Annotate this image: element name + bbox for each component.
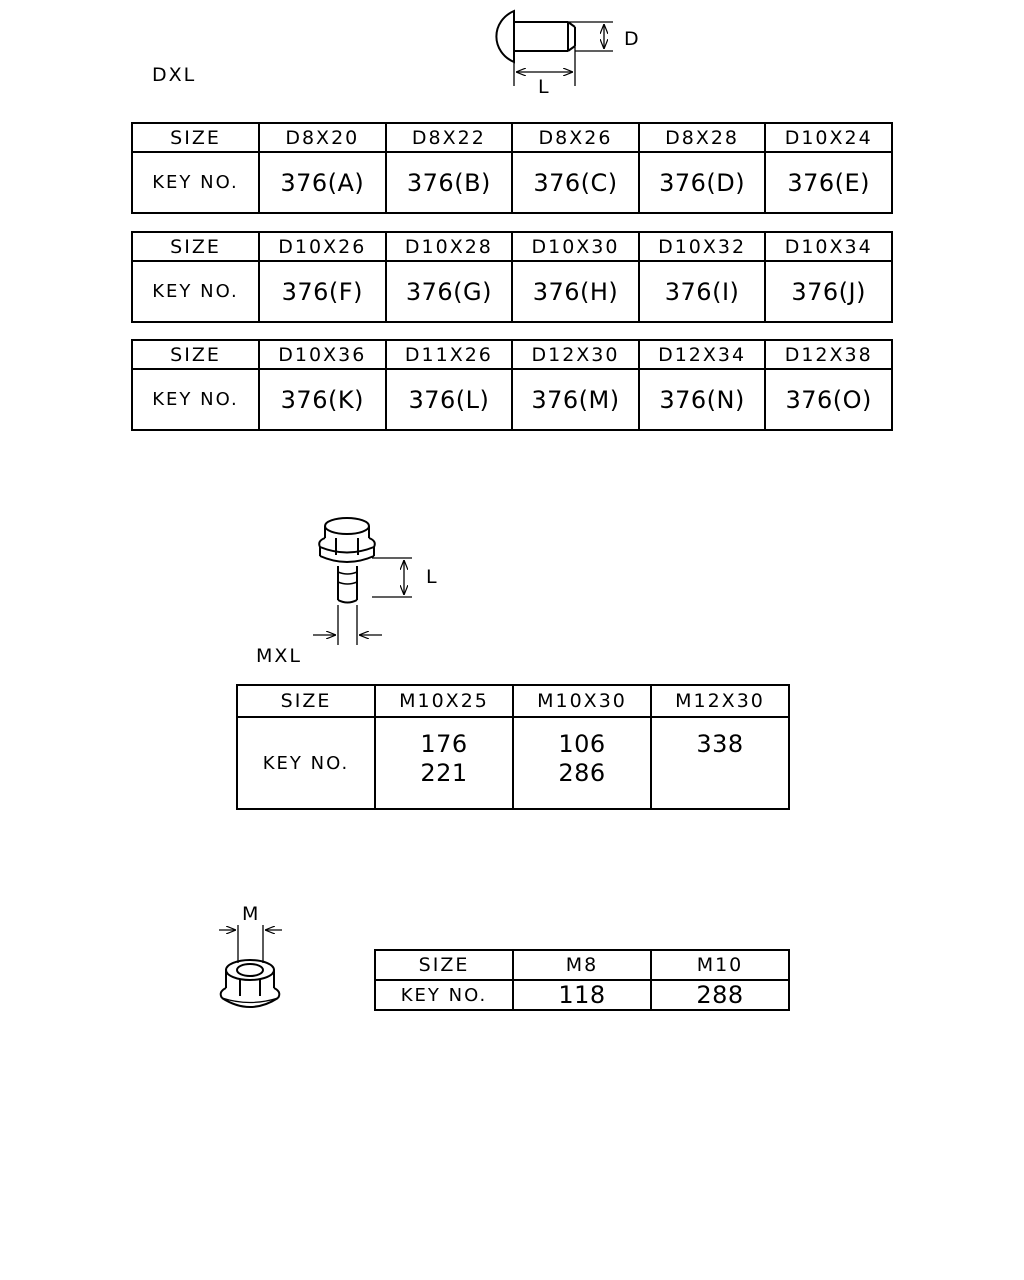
nut-thread-label: M <box>242 903 261 925</box>
size-cell: D8X28 <box>637 122 767 153</box>
key-cell: 376(B) <box>384 151 514 214</box>
key-number: 106 <box>558 730 606 758</box>
rivet-icon <box>495 9 613 86</box>
key-cell: 376(O) <box>764 368 893 431</box>
rivet-length-label: L <box>538 76 551 98</box>
rivet-table-2: SIZE D10X26 D10X28 D10X30 D10X32 D10X34 … <box>131 231 893 323</box>
key-row: KEY NO. 118 288 <box>374 979 790 1011</box>
size-row: SIZE D10X36 D11X26 D12X30 D12X34 D12X38 <box>131 339 893 370</box>
size-cell: M10 <box>650 949 790 981</box>
size-cell: D10X34 <box>764 231 893 262</box>
size-cell: D8X26 <box>511 122 640 153</box>
key-cell: 176 221 <box>374 716 514 810</box>
size-header: SIZE <box>236 684 376 718</box>
rivet-size-label: DXL <box>152 64 197 86</box>
key-header: KEY NO. <box>374 979 514 1011</box>
key-cell: 376(G) <box>384 260 514 323</box>
size-cell: M8 <box>512 949 652 981</box>
size-cell: D10X26 <box>258 231 387 262</box>
size-cell: D8X20 <box>258 122 387 153</box>
rivet-diameter-label: D <box>624 28 641 50</box>
size-cell: D12X38 <box>764 339 893 370</box>
size-cell: M12X30 <box>650 684 790 718</box>
key-cell: 376(L) <box>384 368 514 431</box>
size-header: SIZE <box>131 339 260 370</box>
size-cell: M10X30 <box>512 684 652 718</box>
key-number: 286 <box>558 759 606 787</box>
size-cell: M10X25 <box>374 684 514 718</box>
size-row: SIZE D10X26 D10X28 D10X30 D10X32 D10X34 <box>131 231 893 262</box>
size-row: SIZE M8 M10 <box>374 949 790 981</box>
key-cell: 376(N) <box>637 368 767 431</box>
key-number: 338 <box>696 730 744 758</box>
key-cell: 288 <box>650 979 790 1011</box>
key-cell: 376(M) <box>511 368 640 431</box>
bolt-length-label: L <box>426 566 439 588</box>
key-cell: 376(J) <box>764 260 893 323</box>
key-header: KEY NO. <box>131 368 260 431</box>
size-cell: D8X22 <box>384 122 514 153</box>
key-header: KEY NO. <box>131 151 260 214</box>
flange-bolt-icon <box>313 517 412 645</box>
rivet-table-3: SIZE D10X36 D11X26 D12X30 D12X34 D12X38 … <box>131 339 893 431</box>
nut-table: SIZE M8 M10 KEY NO. 118 288 <box>374 949 790 1011</box>
key-cell: 376(D) <box>637 151 767 214</box>
key-cell: 376(E) <box>764 151 893 214</box>
key-header: KEY NO. <box>131 260 260 323</box>
key-row: KEY NO. 376(K) 376(L) 376(M) 376(N) 376(… <box>131 368 893 431</box>
key-cell: 376(A) <box>258 151 387 214</box>
key-cell: 106 286 <box>512 716 652 810</box>
bolt-size-label: MXL <box>256 645 302 667</box>
size-cell: D10X30 <box>511 231 640 262</box>
key-cell: 338 <box>650 716 790 810</box>
size-cell: D10X32 <box>637 231 767 262</box>
size-cell: D10X28 <box>384 231 514 262</box>
key-cell: 376(C) <box>511 151 640 214</box>
key-cell: 376(F) <box>258 260 387 323</box>
key-header: KEY NO. <box>236 716 376 810</box>
size-row: SIZE M10X25 M10X30 M12X30 <box>236 684 790 718</box>
size-cell: D12X34 <box>637 339 767 370</box>
size-row: SIZE D8X20 D8X22 D8X26 D8X28 D10X24 <box>131 122 893 153</box>
size-header: SIZE <box>374 949 514 981</box>
size-cell: D10X24 <box>764 122 893 153</box>
bolt-table: SIZE M10X25 M10X30 M12X30 KEY NO. 176 22… <box>236 684 790 810</box>
key-number: 221 <box>420 759 468 787</box>
size-header: SIZE <box>131 122 260 153</box>
key-row: KEY NO. 376(A) 376(B) 376(C) 376(D) 376(… <box>131 151 893 214</box>
key-cell: 376(I) <box>637 260 767 323</box>
key-cell: 376(H) <box>511 260 640 323</box>
key-cell: 118 <box>512 979 652 1011</box>
key-number: 176 <box>420 730 468 758</box>
size-cell: D12X30 <box>511 339 640 370</box>
rivet-table-1: SIZE D8X20 D8X22 D8X26 D8X28 D10X24 KEY … <box>131 122 893 214</box>
key-row: KEY NO. 376(F) 376(G) 376(H) 376(I) 376(… <box>131 260 893 323</box>
size-header: SIZE <box>131 231 260 262</box>
key-cell: 376(K) <box>258 368 387 431</box>
size-cell: D10X36 <box>258 339 387 370</box>
flange-nut-icon <box>219 925 282 1008</box>
size-cell: D11X26 <box>384 339 514 370</box>
key-row: KEY NO. 176 221 106 286 338 <box>236 716 790 810</box>
